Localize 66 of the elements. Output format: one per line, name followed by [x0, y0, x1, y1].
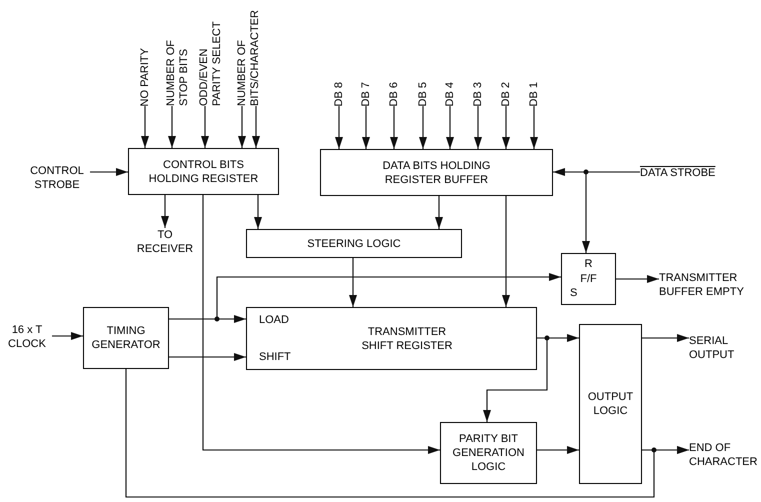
arrow: [483, 337, 548, 422]
arrow: [168, 106, 176, 148]
arrow: [201, 106, 209, 148]
logic-box: [579, 324, 642, 484]
arrow: [616, 275, 659, 283]
arrow: [169, 353, 246, 361]
logic-box: [246, 229, 462, 258]
signal-label: NO PARITY: [139, 48, 152, 106]
signal-label: DB 7: [360, 82, 373, 106]
signal-label: TO RECEIVER: [130, 228, 200, 256]
arrow: [238, 106, 246, 148]
signal-label: DB 2: [500, 82, 513, 106]
signal-label: TRANSMITTER BUFFER EMPTY: [659, 271, 759, 299]
block-label: OUTPUT LOGIC: [586, 390, 634, 418]
arrow: [90, 168, 128, 176]
signal-label: NUMBER OF BITS/CHARACTER: [236, 4, 262, 106]
signal-label: DATA STROBE: [640, 166, 736, 180]
block-label: CONTROL BITS HOLDING REGISTER: [148, 158, 260, 186]
register-box: [246, 307, 537, 370]
arrow: [349, 258, 357, 307]
arrow: [502, 106, 510, 149]
arrow: [254, 195, 262, 229]
signal-label: CONTROL STROBE: [24, 164, 90, 192]
arrow: [642, 334, 689, 342]
flip-flop-box: [561, 253, 616, 305]
signal-label: DB 3: [472, 82, 485, 106]
pin-label: SHIFT: [259, 350, 291, 364]
logic-box: [440, 422, 537, 484]
arrow: [530, 106, 538, 149]
logic-box: [83, 307, 169, 369]
signal-label: END OF CHARACTER: [689, 441, 761, 469]
arrow: [52, 332, 83, 340]
arrow: [419, 106, 427, 149]
pin-label: S: [570, 287, 578, 300]
arrow: [446, 106, 454, 149]
block-label: TRANSMITTER SHIFT REGISTER: [360, 324, 454, 352]
arrow: [161, 195, 169, 228]
arrow: [362, 106, 370, 149]
signal-label: DB 5: [417, 82, 430, 106]
block-label: PARITY BIT GENERATION LOGIC: [452, 432, 526, 474]
pin-label: R: [584, 258, 592, 271]
register-box: [320, 149, 553, 196]
arrow: [474, 106, 482, 149]
signal-label: ODD/EVEN PARITY SELECT: [198, 10, 224, 106]
signal-label: DB 1: [528, 82, 541, 106]
arrow: [125, 369, 689, 498]
arrow: [435, 196, 443, 229]
signal-label: DB 8: [333, 82, 346, 106]
block-label: DATA BITS HOLDING REGISTER BUFFER: [382, 158, 492, 186]
block-label: TIMING GENERATOR: [90, 324, 162, 352]
signal-label: DB 6: [388, 82, 401, 106]
arrow: [335, 106, 343, 149]
register-box: [128, 148, 279, 195]
arrow: [390, 106, 398, 149]
signal-label: 16 x T CLOCK: [2, 323, 52, 351]
arrow: [537, 446, 579, 454]
pin-label: LOAD: [259, 313, 289, 327]
arrow: [252, 106, 260, 148]
signal-label: SERIAL OUTPUT: [689, 334, 751, 362]
signal-label: DB 4: [444, 82, 457, 106]
signal-label: NUMBER OF STOP BITS: [165, 32, 191, 106]
pin-label: F/F: [580, 273, 597, 286]
arrow: [202, 195, 440, 454]
block-label: STEERING LOGIC: [307, 236, 401, 250]
arrow: [502, 196, 510, 307]
arrow: [141, 106, 149, 148]
